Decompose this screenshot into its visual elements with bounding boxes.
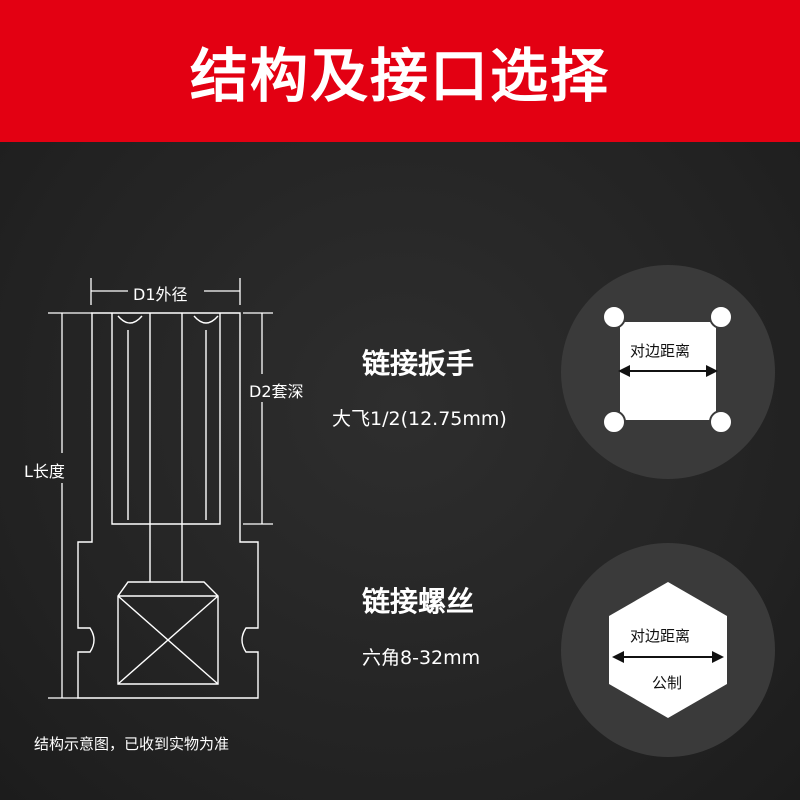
hex-width-arrow — [612, 651, 724, 663]
wrench-section-subtitle: 大飞1/2(12.75mm) — [332, 408, 507, 430]
square-width-arrow — [618, 365, 718, 377]
hex-icon-sublabel: 公制 — [652, 674, 683, 692]
d1-label: D1外径 — [133, 285, 188, 304]
wrench-section-title: 链接扳手 — [362, 347, 475, 380]
hex-icon-label: 对边距离 — [630, 627, 691, 645]
diagram-caption: 结构示意图，已收到实物为准 — [34, 735, 230, 753]
d2-label: D2套深 — [249, 382, 304, 401]
l-label: L长度 — [24, 462, 65, 481]
page-title: 结构及接口选择 — [189, 42, 610, 110]
d2-dimension — [243, 312, 273, 525]
bolt-section-subtitle: 六角8-32mm — [362, 647, 481, 669]
header-banner: 结构及接口选择 — [0, 0, 800, 142]
d1-dimension — [90, 278, 241, 305]
l-dimension — [48, 312, 92, 699]
bolt-section-title: 链接螺丝 — [362, 585, 475, 618]
square-icon-label: 对边距离 — [630, 342, 691, 360]
socket-outline — [77, 312, 259, 699]
